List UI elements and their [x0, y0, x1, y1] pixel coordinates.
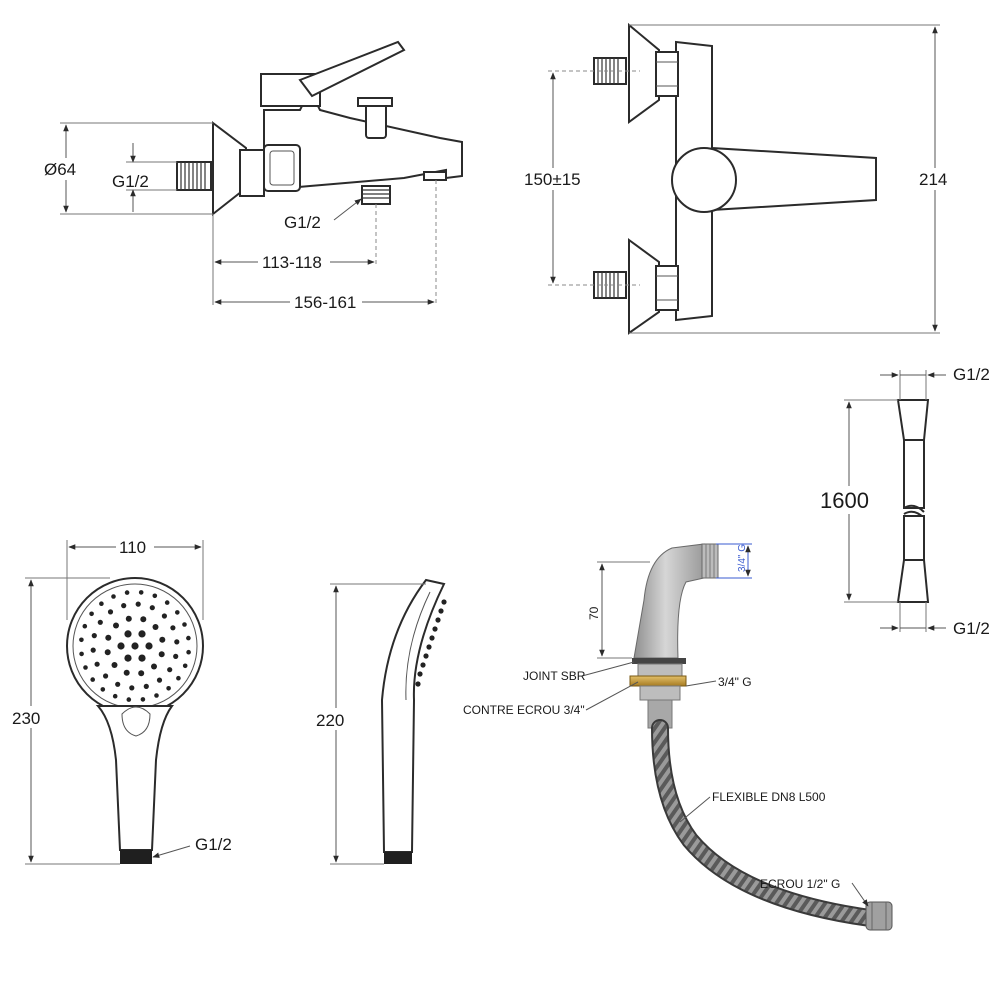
dimension-113-118: 113-118 [262, 253, 322, 272]
nozzle-dot [111, 594, 116, 599]
elbow-top-thread: 3/4" G [737, 544, 748, 572]
nozzle-dot [138, 670, 145, 677]
nozzle-dot [186, 649, 191, 655]
nozzle-dot [99, 601, 104, 606]
nozzle-dot [159, 636, 166, 643]
nozzle-dot [173, 653, 179, 660]
mixer-front-view: 150±15 214 [522, 22, 954, 335]
nozzle-dot [140, 697, 146, 702]
nozzle-dot [97, 619, 103, 625]
nozzle-dot [182, 663, 188, 669]
nozzle-dot [186, 635, 191, 641]
nozzle-dot [164, 600, 170, 605]
nozzle-dot [129, 685, 135, 691]
nozzle-dot [126, 697, 132, 702]
nozzle-dot [103, 673, 109, 679]
nozzle-dot [176, 675, 181, 681]
nozzle-dot [182, 622, 187, 627]
handshower-side-view: 220 [314, 578, 447, 865]
nozzle-dot [156, 677, 163, 683]
nozzle-dot [124, 654, 132, 662]
nozzle-dot [161, 613, 167, 619]
nozzle-dot [166, 686, 171, 691]
nozzle-dot [124, 630, 132, 638]
height-dimension-214: 214 [919, 170, 947, 189]
nozzle-dot [175, 610, 180, 615]
nozzle-dot [121, 603, 127, 609]
nozzle-dot [89, 611, 94, 617]
nozzle-dot [79, 637, 84, 643]
nozzle-dot [94, 661, 100, 667]
nozzle-dot [117, 642, 125, 650]
nozzle-dot [113, 622, 119, 629]
nozzle-dot [138, 654, 146, 662]
nozzle-dot [124, 590, 130, 595]
nozzle-dot [131, 642, 139, 650]
hose-top-thread: G1/2 [953, 365, 990, 384]
nozzle-dot [151, 663, 157, 670]
nozzle-dot [123, 669, 130, 676]
nozzle-dot [167, 667, 173, 673]
nozzle-dot [152, 624, 159, 630]
nozzle-dot [107, 609, 114, 615]
inlet-thread-label: G1/2 [112, 172, 149, 191]
nozzle-dot [105, 634, 112, 641]
nozzle-dot [115, 681, 121, 687]
nozzle-dot [104, 649, 111, 656]
shower-hose: G1/2 1600 G1/2 [818, 365, 990, 638]
hose-length: 1600 [820, 488, 869, 513]
handshower-height-220: 220 [316, 711, 344, 730]
handshower-front-view: 110 230 G1/2 [10, 537, 232, 865]
handshower-thread: G1/2 [195, 835, 232, 854]
elbow-height: 70 [587, 606, 601, 620]
nozzle-dot [112, 693, 118, 699]
nozzle-dot [138, 590, 144, 595]
nozzle-dot [111, 662, 118, 668]
nozzle-dot [174, 639, 180, 645]
nozzle-dot [143, 683, 149, 690]
label-ecrou: ECROU 1/2" G [760, 877, 840, 891]
label-joint-sbr: JOINT SBR [523, 669, 586, 683]
diameter-label: Ø64 [44, 160, 76, 179]
nozzle-dot [82, 623, 88, 629]
dimension-156-161: 156-161 [294, 293, 356, 312]
nozzle-dot [135, 601, 141, 607]
mixer-side-view: Ø64 G1/2 G1/2 113-118 156-161 [40, 40, 463, 312]
nozzle-dot [90, 647, 96, 653]
nozzle-dot [149, 605, 155, 611]
nozzle-dot [91, 633, 97, 639]
nozzle-dot [170, 625, 176, 631]
nozzle-dot [154, 693, 159, 698]
nozzle-dot [83, 665, 88, 670]
nozzle-dot [145, 642, 153, 650]
label-thread-3-4: 3/4" G [718, 675, 752, 689]
nozzle-dot [152, 593, 158, 599]
label-contre-ecrou: CONTRE ECROU 3/4" [463, 703, 585, 717]
nozzle-dot [140, 616, 147, 623]
spray-nozzles [79, 590, 191, 702]
handshower-height-230: 230 [12, 709, 40, 728]
nozzle-dot [100, 687, 106, 692]
outlet-thread-label: G1/2 [284, 213, 321, 232]
elbow-assembly: 70 3/4" G JOINT SBR CONTRE ECROU 3/4" 3/… [463, 543, 893, 931]
nozzle-dot [90, 677, 95, 682]
centers-dimension: 150±15 [524, 170, 581, 189]
handshower-width: 110 [119, 538, 146, 557]
nozzle-dot [125, 615, 132, 622]
nozzle-dot [158, 651, 165, 658]
nozzle-dot [138, 630, 146, 638]
hose-bottom-thread: G1/2 [953, 619, 990, 638]
label-flexible: FLEXIBLE DN8 L500 [712, 790, 826, 804]
nozzle-dot [79, 651, 84, 657]
